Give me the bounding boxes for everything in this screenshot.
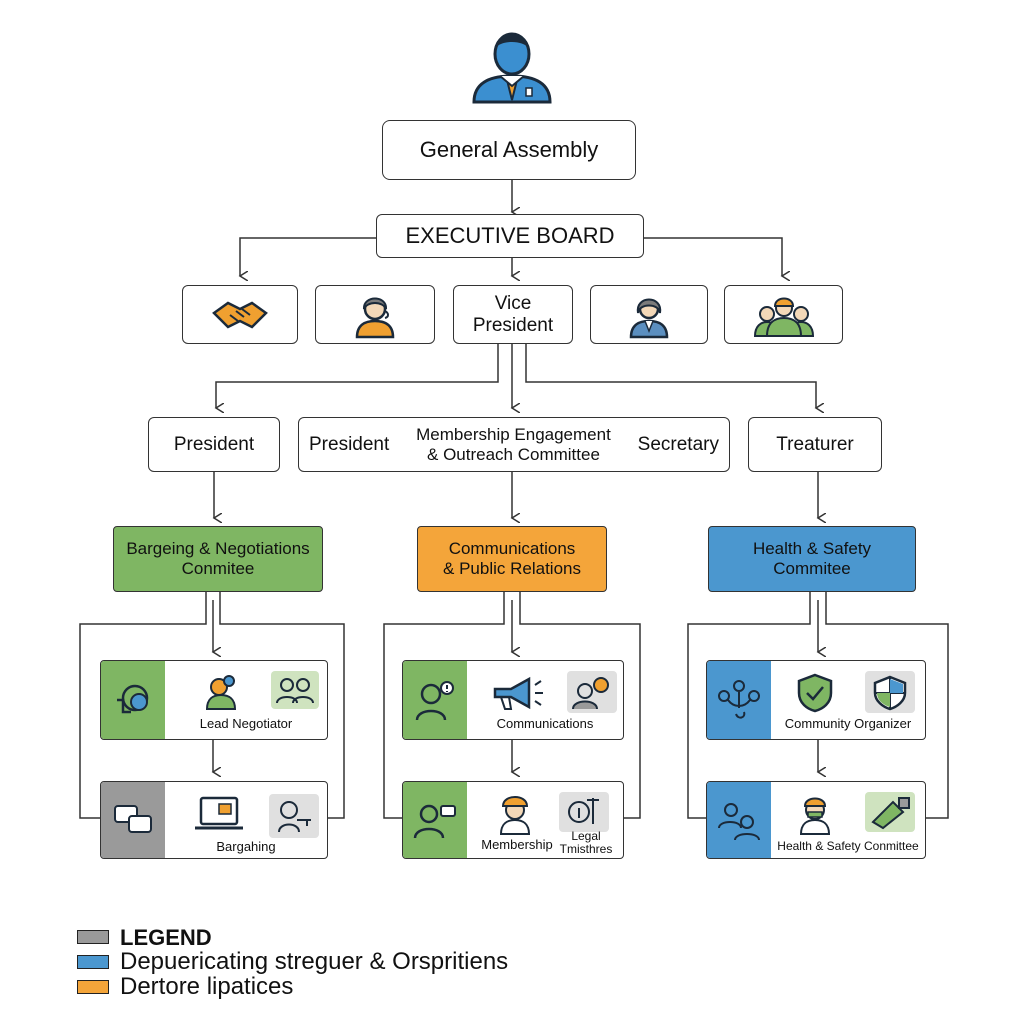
bargaining-committee-label: Bargeing & Negotiations Conmitee <box>126 539 310 578</box>
worker-group-icon <box>753 297 814 337</box>
officer-box-group[interactable] <box>724 285 843 344</box>
president-left-label: President <box>173 433 255 455</box>
legal-scales-icon <box>568 798 599 824</box>
health-safety-committee-box[interactable]: Health & Safety Commitee <box>708 526 916 592</box>
treasurer-label: Treaturer <box>776 433 854 455</box>
bargaining-label: Bargahing <box>216 839 276 854</box>
network-people-icon <box>718 680 760 719</box>
health-safety-card[interactable]: Health & Safety Conmittee <box>706 781 926 859</box>
gear-person-icon <box>572 677 609 710</box>
community-organizer-card[interactable]: Community Organizer <box>706 660 926 740</box>
lead-negotiator-label: Lead Negotiator <box>199 716 293 731</box>
speaker-person-icon <box>205 675 237 710</box>
communications-card[interactable]: Communications <box>402 660 624 740</box>
membership-card[interactable]: Membership Legal Tmisthres <box>402 781 624 859</box>
laptop-icon <box>195 796 243 830</box>
bargaining-card[interactable]: Bargahing <box>100 781 328 859</box>
bargaining-committee-box[interactable]: Bargeing & Negotiations Conmitee <box>113 526 323 592</box>
lead-negotiator-card[interactable]: Lead Negotiator <box>100 660 328 740</box>
legend-swatch-blue <box>77 955 109 969</box>
legend-title: LEGEND <box>120 925 212 950</box>
team-icon <box>276 678 314 704</box>
vice-president-label: Vice President <box>472 292 554 336</box>
executive-board-box[interactable]: EXECUTIVE BOARD <box>376 214 644 258</box>
card-band-green <box>403 661 467 739</box>
legal-label: Legal Tmisthres <box>559 829 613 857</box>
negotiator-headset-icon <box>117 684 149 714</box>
legend-item-1: Depuericating streguer & Orspritiens <box>120 948 509 975</box>
legend-swatch-orange <box>77 980 109 994</box>
vice-president-box[interactable]: Vice President <box>453 285 573 344</box>
card-band-green <box>403 782 467 858</box>
communications-committee-label: Communications & Public Relations <box>443 539 581 578</box>
secretary-label: Secretary <box>637 433 719 455</box>
megaphone-icon <box>493 676 543 710</box>
officer-box-handshake[interactable] <box>182 285 298 344</box>
membership-label: Membership <box>481 837 553 852</box>
chat-bubbles-icon <box>114 805 152 833</box>
officers-combined-box[interactable]: President Membership Engagement & Outrea… <box>298 417 730 472</box>
legend-item-2: Dertore lipatices <box>120 973 294 1000</box>
shield-quartered-icon <box>873 675 907 711</box>
card-band-gray <box>101 782 165 858</box>
health-safety-committee-label: Health & Safety Commitee <box>752 539 872 578</box>
card-band-blue <box>707 782 771 858</box>
alert-person-icon <box>415 681 454 721</box>
executive-board-label: EXECUTIVE BOARD <box>405 223 615 249</box>
community-organizer-label: Community Organizer <box>784 716 912 731</box>
handshake-icon <box>212 301 268 329</box>
woman-headset-icon <box>355 297 395 338</box>
masked-worker-icon <box>799 797 831 835</box>
person-chat-icon <box>413 804 456 839</box>
communications-committee-box[interactable]: Communications & Public Relations <box>417 526 607 592</box>
general-assembly-label: General Assembly <box>419 137 599 163</box>
group-people-icon <box>718 803 760 841</box>
officer-box-headset[interactable] <box>315 285 435 344</box>
membership-engagement-label: Membership Engagement & Outreach Committ… <box>416 424 611 464</box>
president-mid-label: President <box>309 433 390 455</box>
card-band-blue <box>707 661 771 739</box>
woman-suit-icon <box>629 298 669 338</box>
communications-label: Communications <box>496 716 594 731</box>
executive-person-icon <box>472 32 552 104</box>
legend-swatch-gray <box>77 930 109 944</box>
officer-box-woman[interactable] <box>590 285 708 344</box>
health-safety-committee-label: Health & Safety Conmittee <box>777 839 919 853</box>
safety-tool-icon <box>871 797 910 830</box>
hardhat-worker-icon <box>499 796 531 835</box>
president-left-box[interactable]: President <box>148 417 280 472</box>
card-band-green <box>101 661 165 739</box>
shield-check-icon <box>797 673 833 713</box>
person-key-icon <box>278 801 311 833</box>
general-assembly-box[interactable]: General Assembly <box>382 120 636 180</box>
treasurer-box[interactable]: Treaturer <box>748 417 882 472</box>
